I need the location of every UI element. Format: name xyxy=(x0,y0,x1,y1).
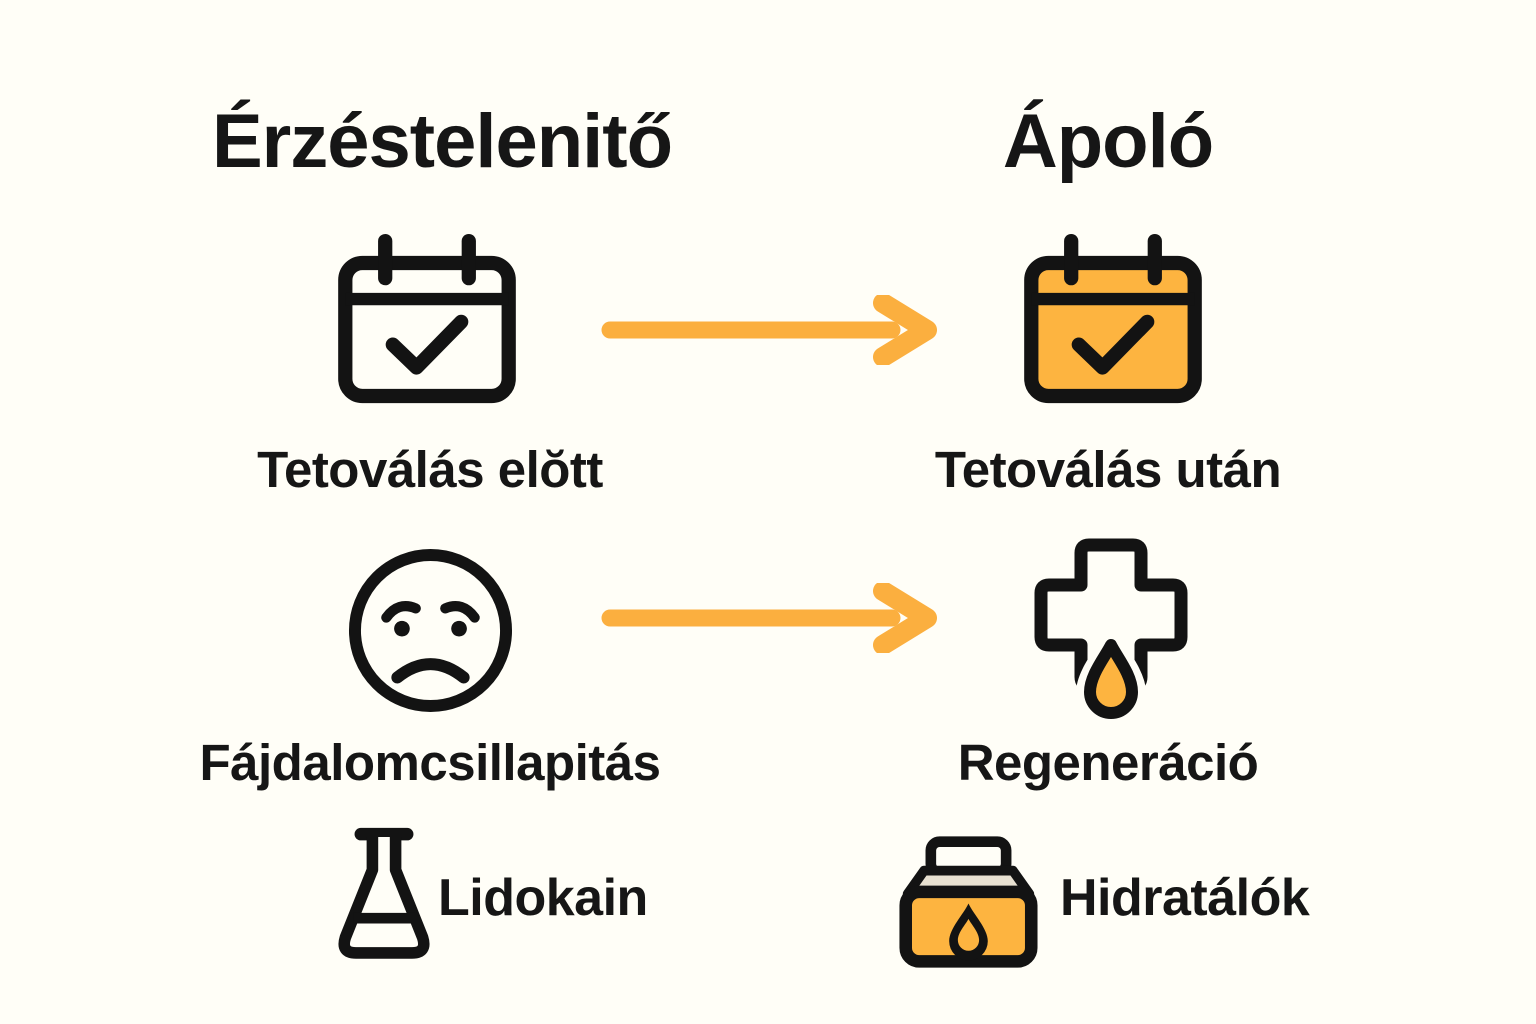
sad-face-icon xyxy=(343,543,518,718)
medical-cross-drop-icon xyxy=(1026,535,1196,721)
calendar-check-filled-icon xyxy=(1018,228,1208,410)
calendar-check-outline-icon xyxy=(332,228,522,410)
row1-right-label: Tetoválás után xyxy=(934,441,1282,498)
ointment-jar-icon xyxy=(898,832,1038,972)
row3-left-label: Lidokain xyxy=(438,869,648,927)
right-column-title: Ápoló xyxy=(1002,99,1214,184)
row3-right-label: Hidratálók xyxy=(1060,869,1310,927)
arrow-right-icon xyxy=(600,295,940,365)
row2-right-label: Regeneráció xyxy=(957,734,1259,791)
arrow-right-icon xyxy=(600,583,940,653)
flask-icon xyxy=(328,820,440,968)
row1-left-label: Tetoválás elŏtt xyxy=(257,441,603,498)
row2-left-label: Fájdalomcsillapitás xyxy=(199,734,661,791)
left-column-title: Érzéstelenitő xyxy=(211,99,673,184)
